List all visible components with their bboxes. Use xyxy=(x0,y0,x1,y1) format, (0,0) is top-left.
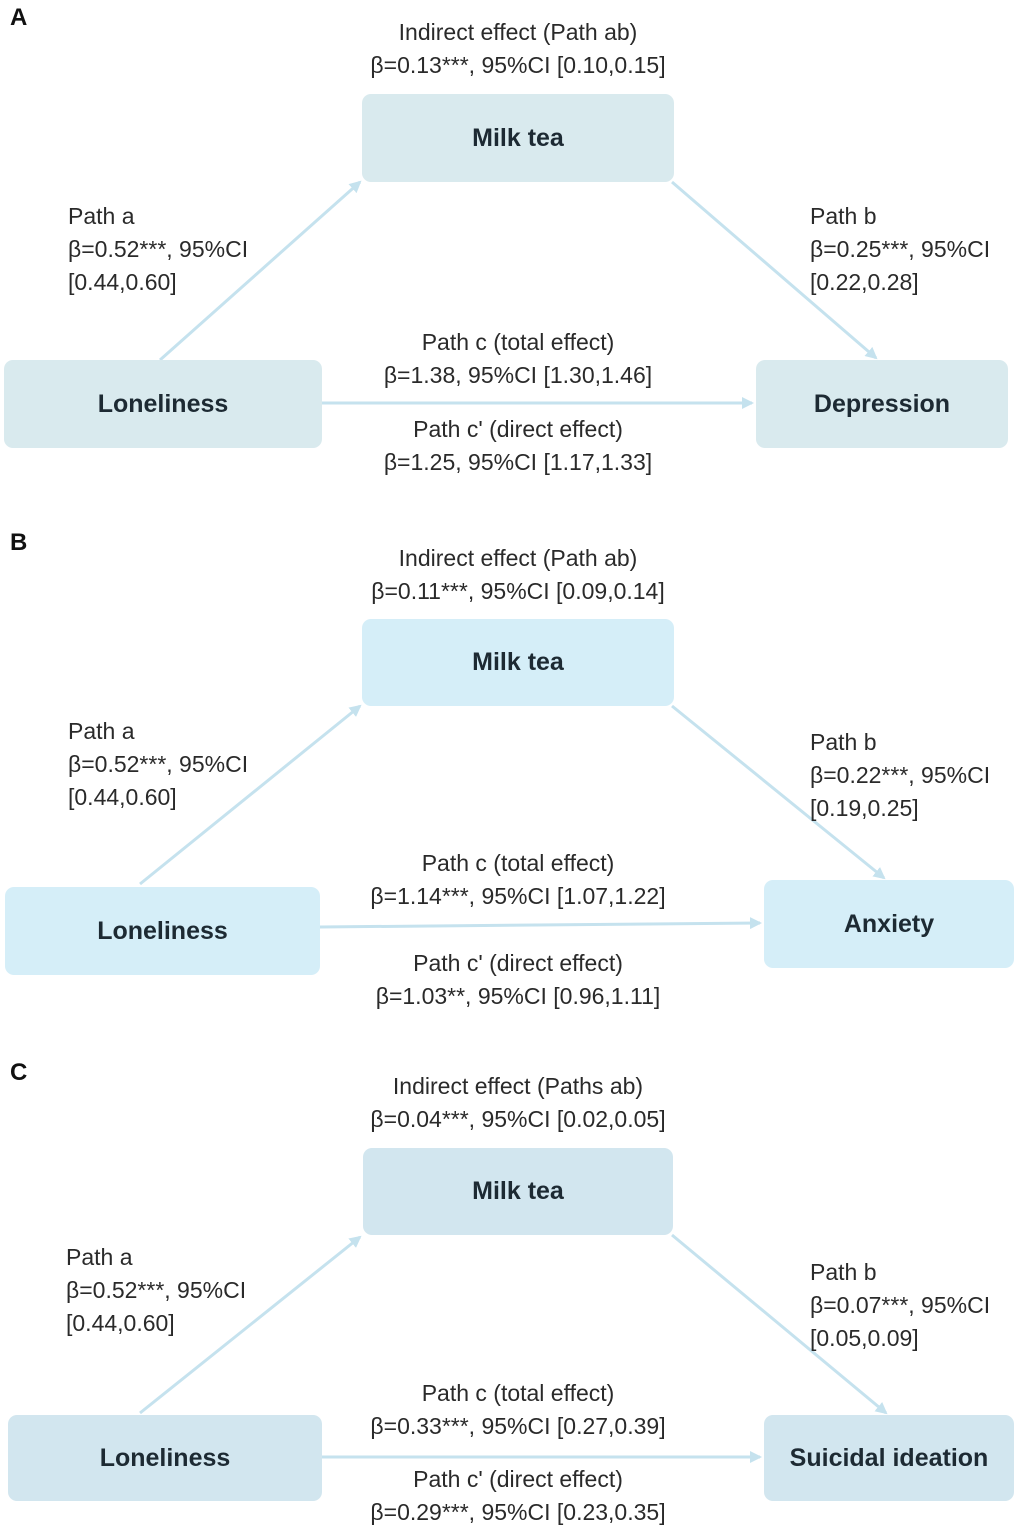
panel-a: A Indirect effect (Path ab) β=0.13***, 9… xyxy=(0,0,1022,520)
predictor-box: Loneliness xyxy=(5,887,320,975)
path-a-label: Path a β=0.52***, 95%CI [0.44,0.60] xyxy=(68,718,249,810)
path-b-label: Path b β=0.25***, 95%CI [0.22,0.28] xyxy=(810,203,991,295)
path-c-label: Path c (total effect) β=1.38, 95%CI [1.3… xyxy=(383,329,653,388)
mediator-box: Milk tea xyxy=(363,1148,673,1235)
path-c-prime-label: Path c' (direct effect) β=0.29***, 95%CI… xyxy=(370,1466,666,1525)
path-c-prime-label: Path c' (direct effect) β=1.25, 95%CI [1… xyxy=(383,416,653,475)
panel-c: C Indirect effect (Paths ab) β=0.04***, … xyxy=(0,1055,1022,1531)
mediator-box: Milk tea xyxy=(362,94,674,182)
panel-c-arrows xyxy=(139,1233,888,1463)
path-c-label: Path c (total effect) β=1.14***, 95%CI [… xyxy=(370,850,666,909)
predictor-box: Loneliness xyxy=(8,1415,322,1501)
path-a-label: Path a β=0.52***, 95%CI [0.44,0.60] xyxy=(68,203,249,295)
arrow-path-b xyxy=(671,1233,888,1415)
panel-letter: A xyxy=(10,4,28,31)
indirect-effect-label: Indirect effect (Paths ab) β=0.04***, 95… xyxy=(370,1073,666,1132)
panel-letter: B xyxy=(10,529,28,556)
mediator-box: Milk tea xyxy=(362,619,674,706)
panel-b: B Indirect effect (Path ab) β=0.11***, 9… xyxy=(0,525,1022,1025)
arrow-path-a xyxy=(159,180,362,362)
arrow-path-b xyxy=(671,704,886,880)
path-b-label: Path b β=0.07***, 95%CI [0.05,0.09] xyxy=(810,1259,991,1351)
indirect-effect-label: Indirect effect (Path ab) β=0.11***, 95%… xyxy=(371,545,665,604)
panel-b-arrows xyxy=(139,704,886,930)
outcome-box: Depression xyxy=(756,360,1008,448)
arrow-path-b xyxy=(671,180,878,360)
arrow-path-a xyxy=(139,1235,362,1415)
panel-a-arrows xyxy=(159,180,878,409)
path-b-label: Path b β=0.22***, 95%CI [0.19,0.25] xyxy=(810,729,991,821)
path-c-label: Path c (total effect) β=0.33***, 95%CI [… xyxy=(370,1380,666,1439)
path-c-prime-label: Path c' (direct effect) β=1.03**, 95%CI … xyxy=(375,950,661,1009)
indirect-effect-label: Indirect effect (Path ab) β=0.13***, 95%… xyxy=(370,19,666,78)
path-a-label: Path a β=0.52***, 95%CI [0.44,0.60] xyxy=(66,1244,247,1336)
arrow-path-a xyxy=(139,704,362,886)
panel-letter: C xyxy=(10,1059,28,1086)
predictor-box: Loneliness xyxy=(4,360,322,448)
outcome-box: Suicidal ideation xyxy=(764,1415,1014,1501)
outcome-box: Anxiety xyxy=(764,880,1014,968)
arrow-path-c xyxy=(319,917,762,930)
